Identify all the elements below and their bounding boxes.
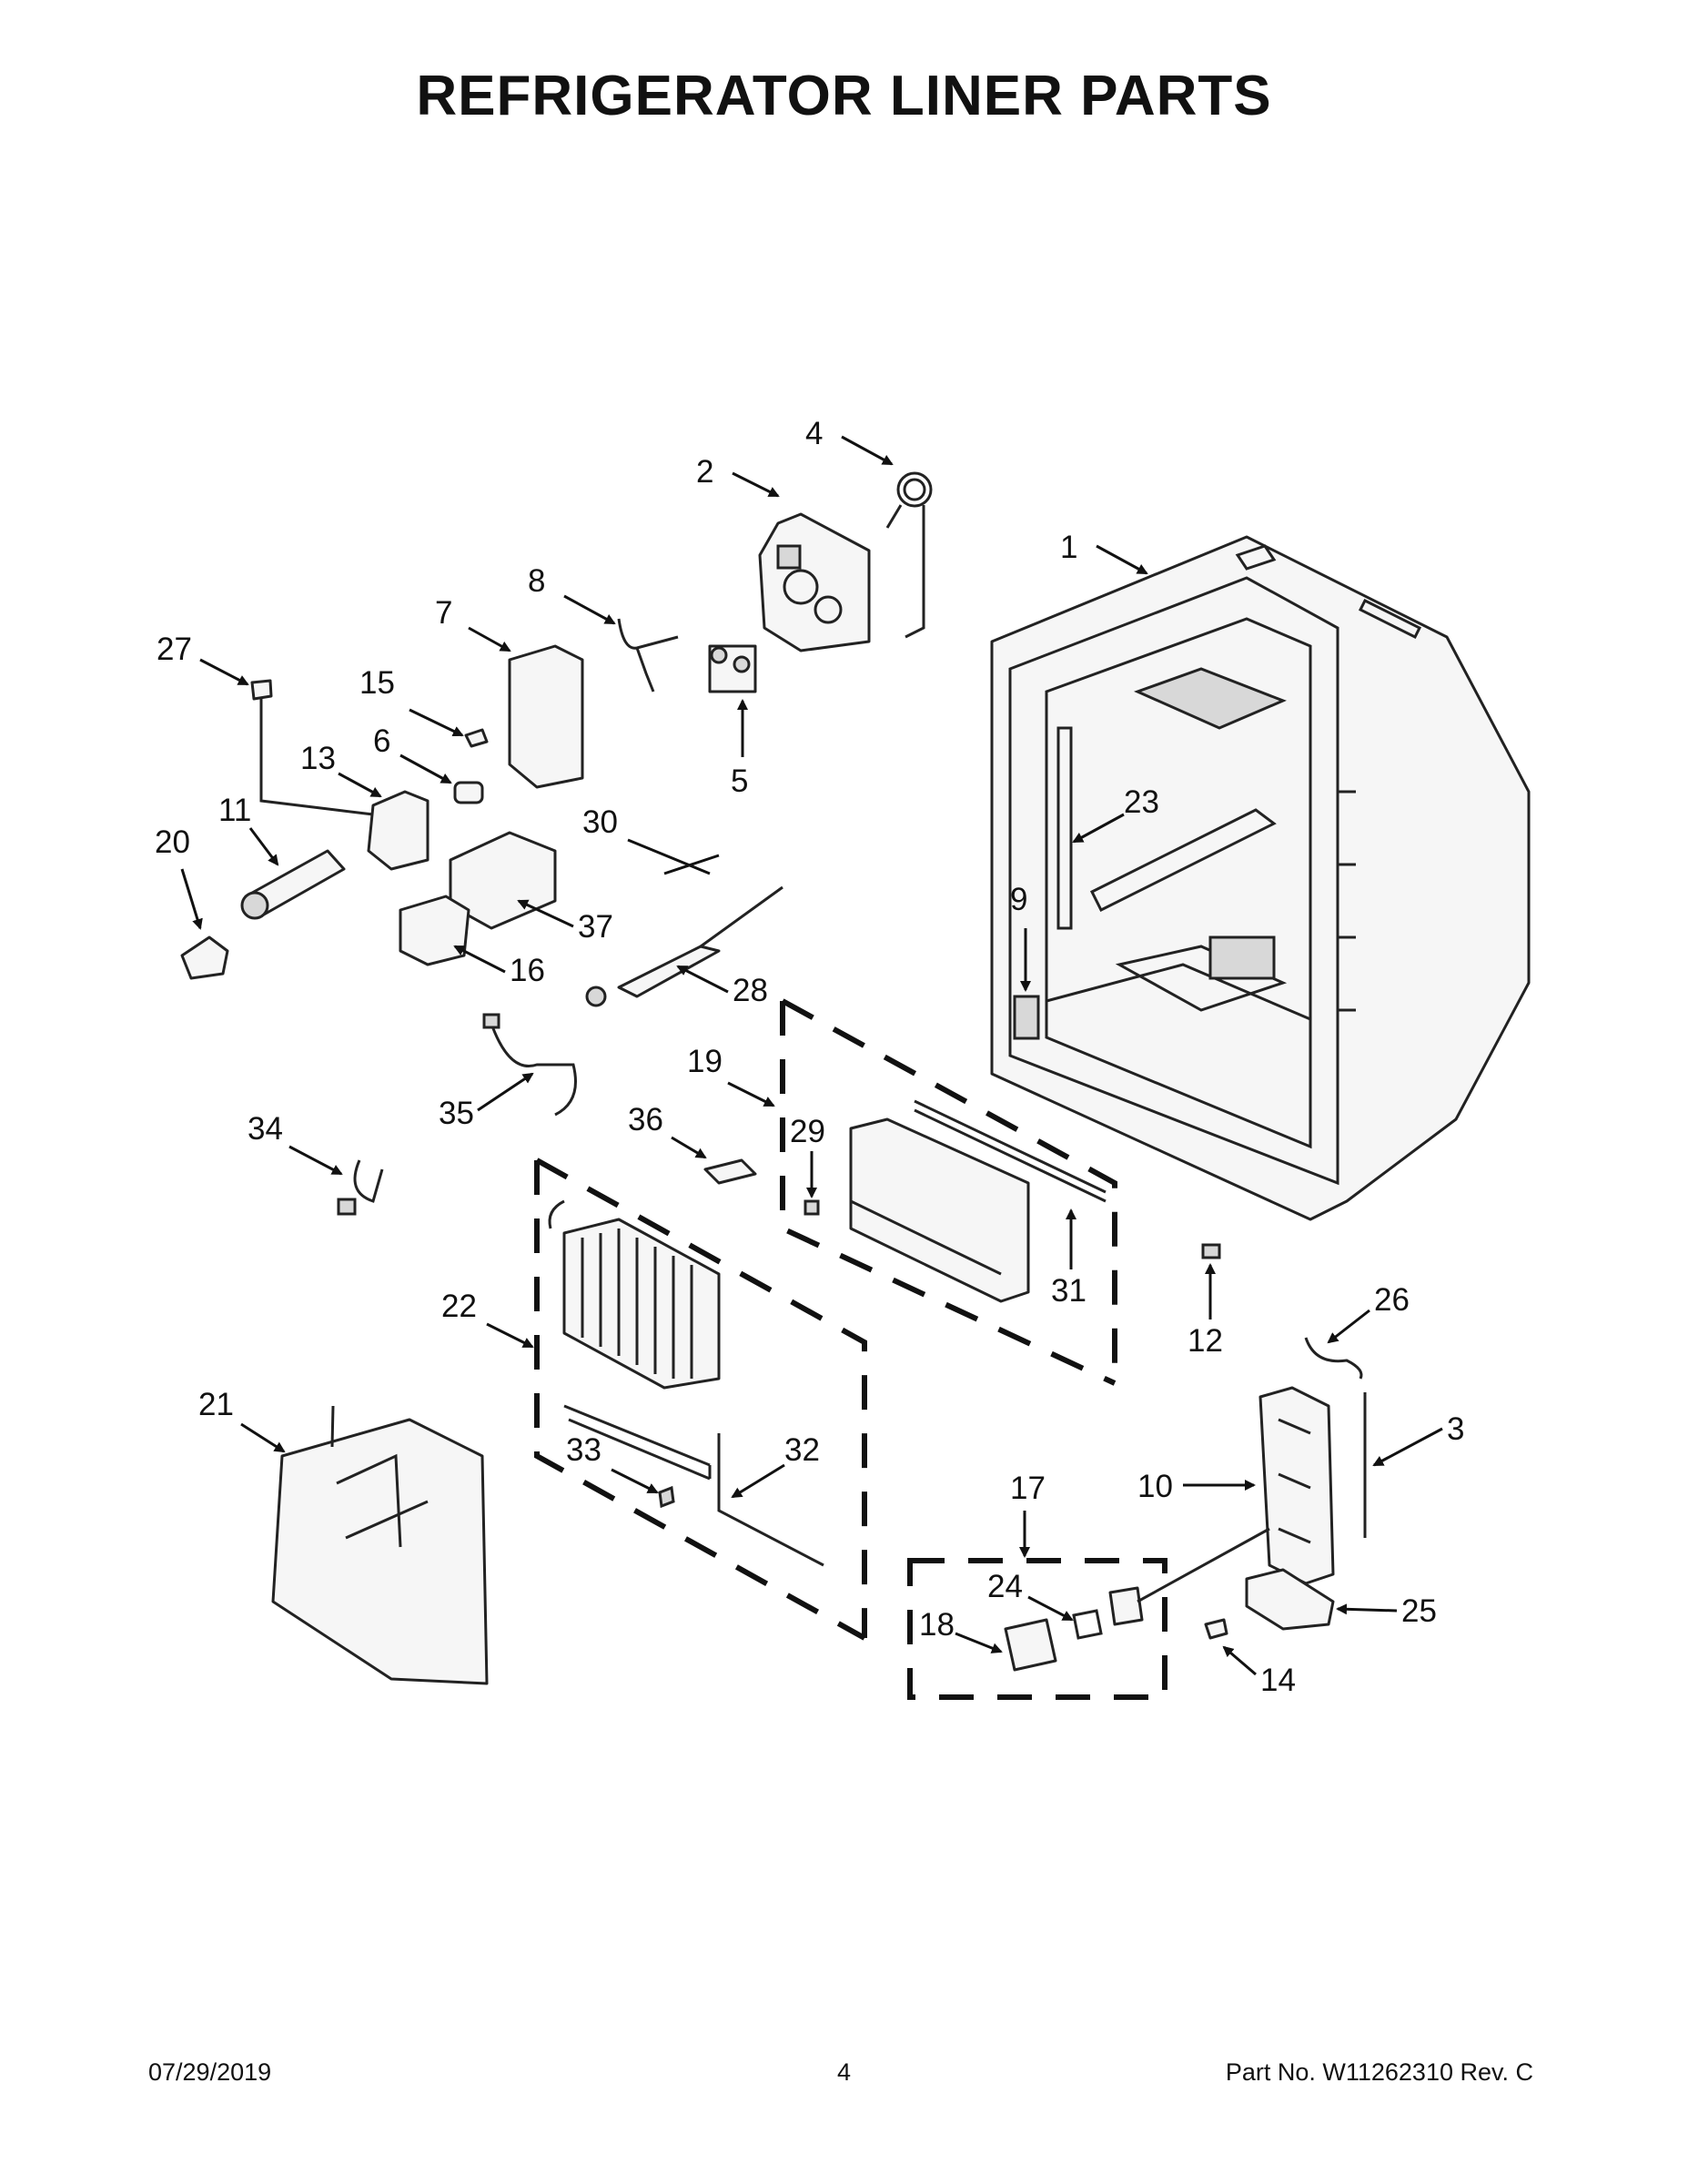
callout-9: 9 [1010,882,1027,917]
screw-14-part [1204,1618,1228,1640]
gasket-24-part [1072,1609,1103,1640]
screw-15-part [464,728,489,748]
callout-27: 27 [157,632,192,667]
callout-34: 34 [248,1111,283,1147]
callout-31: 31 [1051,1273,1087,1309]
evaporator-part [548,1199,721,1390]
group-22-outline [534,1158,867,1641]
page-title: REFRIGERATOR LINER PARTS [416,65,1272,127]
drain-tray-part [849,1117,1030,1303]
footer-date: 07/29/2019 [148,2058,272,2086]
connector-12-part [1201,1243,1221,1259]
callout-14: 14 [1260,1663,1296,1698]
water-tube-part [617,618,679,693]
callouts: 1 2 3 4 5 6 7 8 9 10 11 12 13 14 15 16 1… [155,416,1464,1698]
callout-33: 33 [566,1432,601,1468]
callout-20: 20 [155,824,190,860]
callout-10: 10 [1137,1469,1173,1504]
callout-16: 16 [510,953,545,988]
callout-6: 6 [373,723,390,759]
screw-27-part [250,679,374,816]
heater-28-part [585,885,783,1007]
liner-box-part [990,535,1531,1221]
callout-26: 26 [1374,1282,1410,1318]
vent-part [1108,1527,1270,1626]
thermostat-coil-part [885,471,933,639]
strip-31-part [914,1099,1107,1203]
callout-29: 29 [790,1114,825,1149]
water-filter-11-part [240,849,346,920]
fitting-6-part [453,781,484,804]
callout-22: 22 [441,1289,477,1324]
callout-19: 19 [687,1044,723,1079]
wire-harness-35-part [482,1013,577,1117]
callout-12: 12 [1188,1323,1223,1359]
callout-7: 7 [435,595,452,631]
ice-maker-cover-part [508,644,584,789]
sensor-26-part [1304,1337,1363,1380]
callout-8: 8 [528,563,545,599]
callout-5: 5 [731,763,748,799]
group-19-outline [780,998,1117,1386]
filter-cap-20-part [180,935,229,980]
callout-4: 4 [805,416,823,451]
callout-32: 32 [784,1432,820,1468]
callout-3: 3 [1447,1411,1464,1447]
wire-harness-34-part [337,1159,384,1216]
callout-30: 30 [582,804,618,840]
callout-24: 24 [987,1569,1023,1604]
callout-17: 17 [1010,1471,1046,1506]
rear-panel-21-part [271,1405,489,1685]
callout-25: 25 [1401,1593,1437,1629]
pad-36-part [703,1158,757,1185]
group-17-outline [907,1558,1167,1700]
clip-33-part [658,1485,675,1509]
defrost-heater-32-part [563,1404,824,1567]
callout-13: 13 [300,741,336,776]
callout-15: 15 [359,665,395,701]
control-box-10-part [1258,1386,1335,1585]
callout-36: 36 [628,1102,663,1138]
filter-18-part [1004,1618,1057,1672]
callout-11: 11 [218,793,251,828]
callout-1: 1 [1060,530,1077,565]
clip-29-part [804,1199,820,1216]
callout-21: 21 [198,1387,234,1422]
callout-37: 37 [578,909,613,945]
callout-2: 2 [696,454,713,490]
callout-35: 35 [439,1096,474,1131]
footer-part-number: Part No. W11262310 Rev. C [1225,2058,1533,2086]
cover-25-part [1245,1568,1335,1631]
footer-page-number: 4 [836,2058,852,2086]
water-valve-part [708,644,757,693]
callout-23: 23 [1124,784,1159,820]
callout-18: 18 [919,1607,955,1643]
control-housing-part [758,512,871,652]
bracket-13-part [367,790,430,871]
callout-28: 28 [733,973,768,1008]
housing-16-part [399,895,470,966]
